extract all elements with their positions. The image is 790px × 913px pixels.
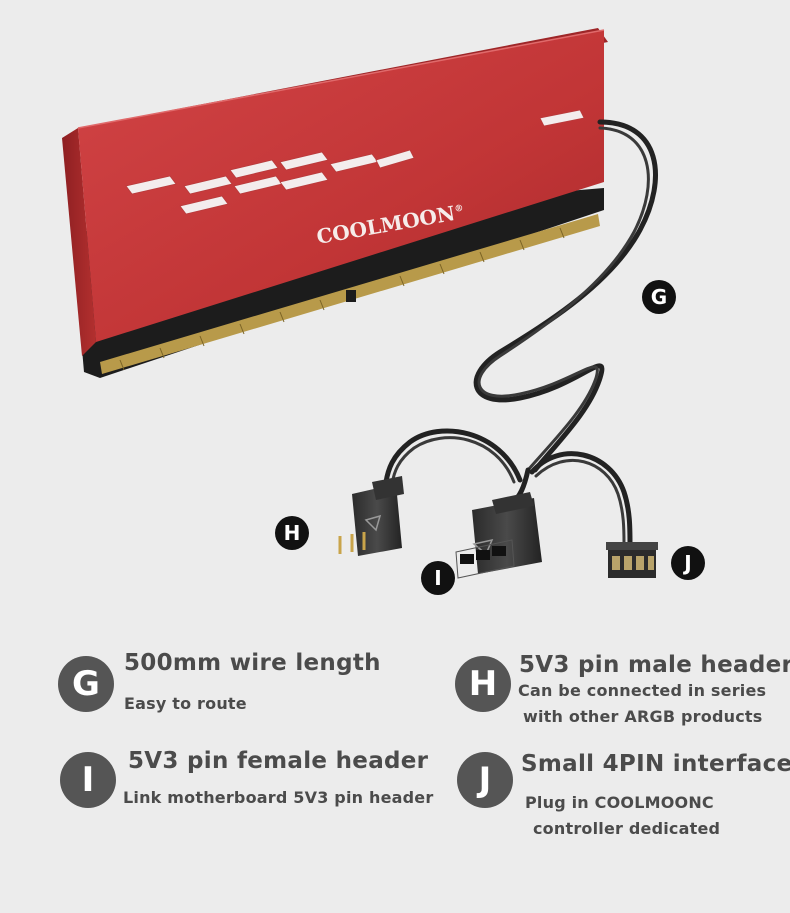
registered-mark: ® [454,204,465,215]
svg-text:I: I [434,566,441,590]
gold-contact-lines [119,227,565,371]
small-4pin-connector [606,542,658,578]
svg-text:G: G [651,285,667,309]
argb-cable [383,119,658,547]
feature-title: 5V3 pin male header [519,652,790,678]
heatsink-vents [125,109,585,215]
callout-g: G [642,280,676,314]
feature-badge-h: H [455,656,511,712]
callout-i: I [421,561,455,595]
feature-title: 5V3 pin female header [128,748,429,774]
female-3pin-header [455,492,542,579]
feature-badge-g: G [58,656,114,712]
callout-h: H [275,516,309,550]
feature-desc-line: Plug in COOLMOONC [525,793,714,812]
feature-desc-line: Easy to route [124,694,247,713]
svg-text:J: J [682,551,691,575]
feature-desc-line: controller dedicated [533,819,721,838]
feature-desc-line: Can be connected in series [518,681,767,700]
ram-notch [346,290,356,302]
feature-desc-line: Link motherboard 5V3 pin header [123,788,434,807]
feature-badge-i: I [60,752,116,808]
heatsink-side [62,128,96,356]
feature-title: 500mm wire length [124,650,381,676]
callout-j: J [671,546,705,580]
svg-text:H: H [284,521,301,545]
feature-title: Small 4PIN interface [521,751,790,777]
male-3pin-header [338,476,404,556]
feature-desc-line: with other ARGB products [523,707,763,726]
feature-badge-j: J [457,752,513,808]
heatsink-face [78,30,604,342]
